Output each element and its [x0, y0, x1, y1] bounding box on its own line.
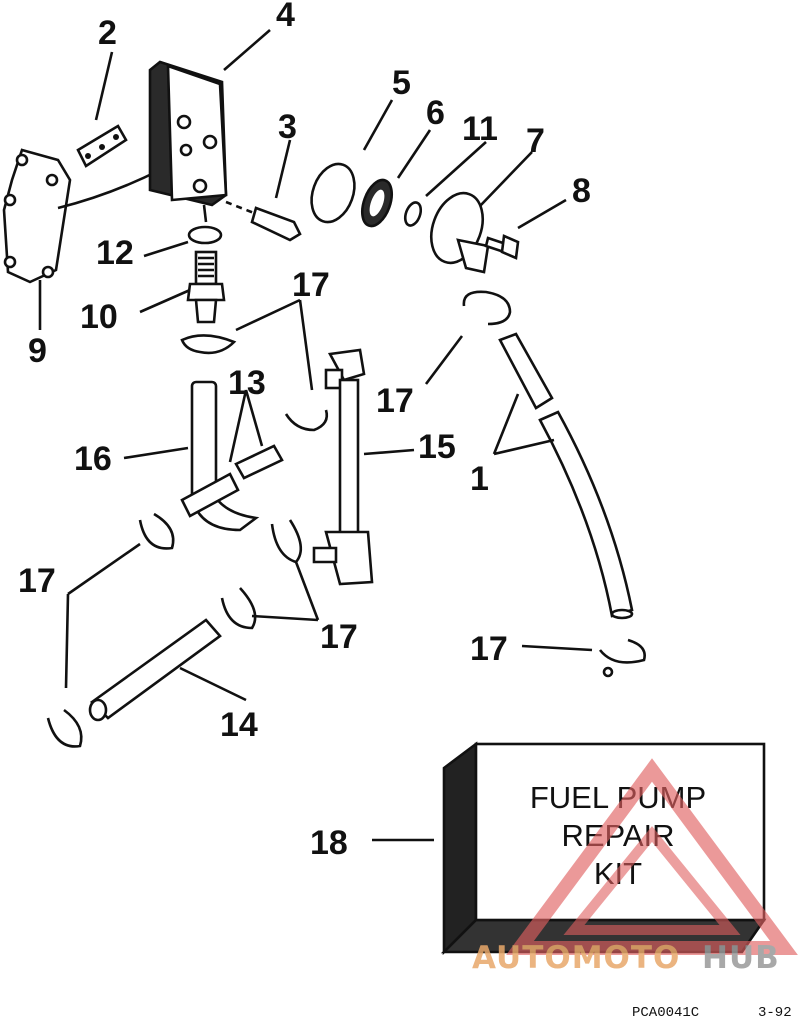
gasket-part-2	[76, 124, 128, 168]
watermark-text-part2: HUB	[702, 940, 780, 976]
cover-part-7	[430, 191, 490, 274]
clamp-part-17-b	[138, 512, 175, 550]
callout-7: 7	[526, 122, 545, 160]
callout-18: 18	[310, 824, 348, 862]
pump-body-part-4	[148, 60, 228, 223]
o-ring-part-12	[187, 225, 223, 245]
check-valve-part-6	[360, 178, 394, 228]
bolt-part-3	[225, 200, 302, 242]
callout-5: 5	[392, 64, 411, 102]
callout-3: 3	[278, 108, 297, 146]
callout-17-top: 17	[292, 266, 330, 304]
callout-8: 8	[572, 172, 591, 210]
leader-lines	[38, 29, 593, 842]
callout-17-left: 17	[18, 562, 56, 600]
callout-4: 4	[276, 0, 295, 34]
callout-17-lower-right: 17	[470, 630, 508, 668]
callout-6: 6	[426, 94, 445, 132]
seal-part-11	[403, 201, 423, 227]
hose-part-14	[88, 618, 222, 722]
callout-1: 1	[470, 460, 489, 498]
short-hoses-part-13	[180, 444, 284, 518]
figure-date: 3-92	[758, 1005, 792, 1020]
callout-10: 10	[80, 298, 118, 336]
callout-11: 11	[462, 110, 498, 148]
callout-16: 16	[74, 440, 112, 478]
callout-17-mid: 17	[320, 618, 358, 656]
fitting-part-10	[186, 250, 226, 324]
clamp-part-17-a	[284, 409, 329, 432]
watermark-logo: AUTOMOTO HUB	[472, 758, 798, 976]
figure-code: PCA0041C	[632, 1005, 699, 1020]
callout-13: 13	[228, 364, 266, 402]
clamp-part-17-e	[46, 708, 83, 748]
clamp-part-17-d	[220, 587, 257, 630]
diaphragm-ring-part-5	[310, 162, 356, 224]
callout-2: 2	[98, 14, 117, 52]
gasket-plate-part-9	[2, 148, 161, 284]
hose-part-16	[180, 334, 260, 532]
fuel-line-part-15	[312, 348, 374, 586]
callout-9: 9	[28, 332, 47, 370]
watermark-triangle-inner	[563, 826, 741, 935]
callout-15: 15	[418, 428, 456, 466]
watermark-text-part1: AUTOMOTO	[472, 940, 680, 976]
clamp-part-17-f	[598, 638, 646, 678]
callout-12: 12	[96, 234, 134, 272]
callout-14: 14	[220, 706, 258, 744]
fuel-hose-part-1	[462, 290, 634, 620]
watermark-triangle-outer	[506, 758, 798, 955]
clamp-part-17-c	[270, 519, 303, 564]
screw-part-8	[484, 234, 520, 260]
callout-17-right: 17	[376, 382, 414, 420]
